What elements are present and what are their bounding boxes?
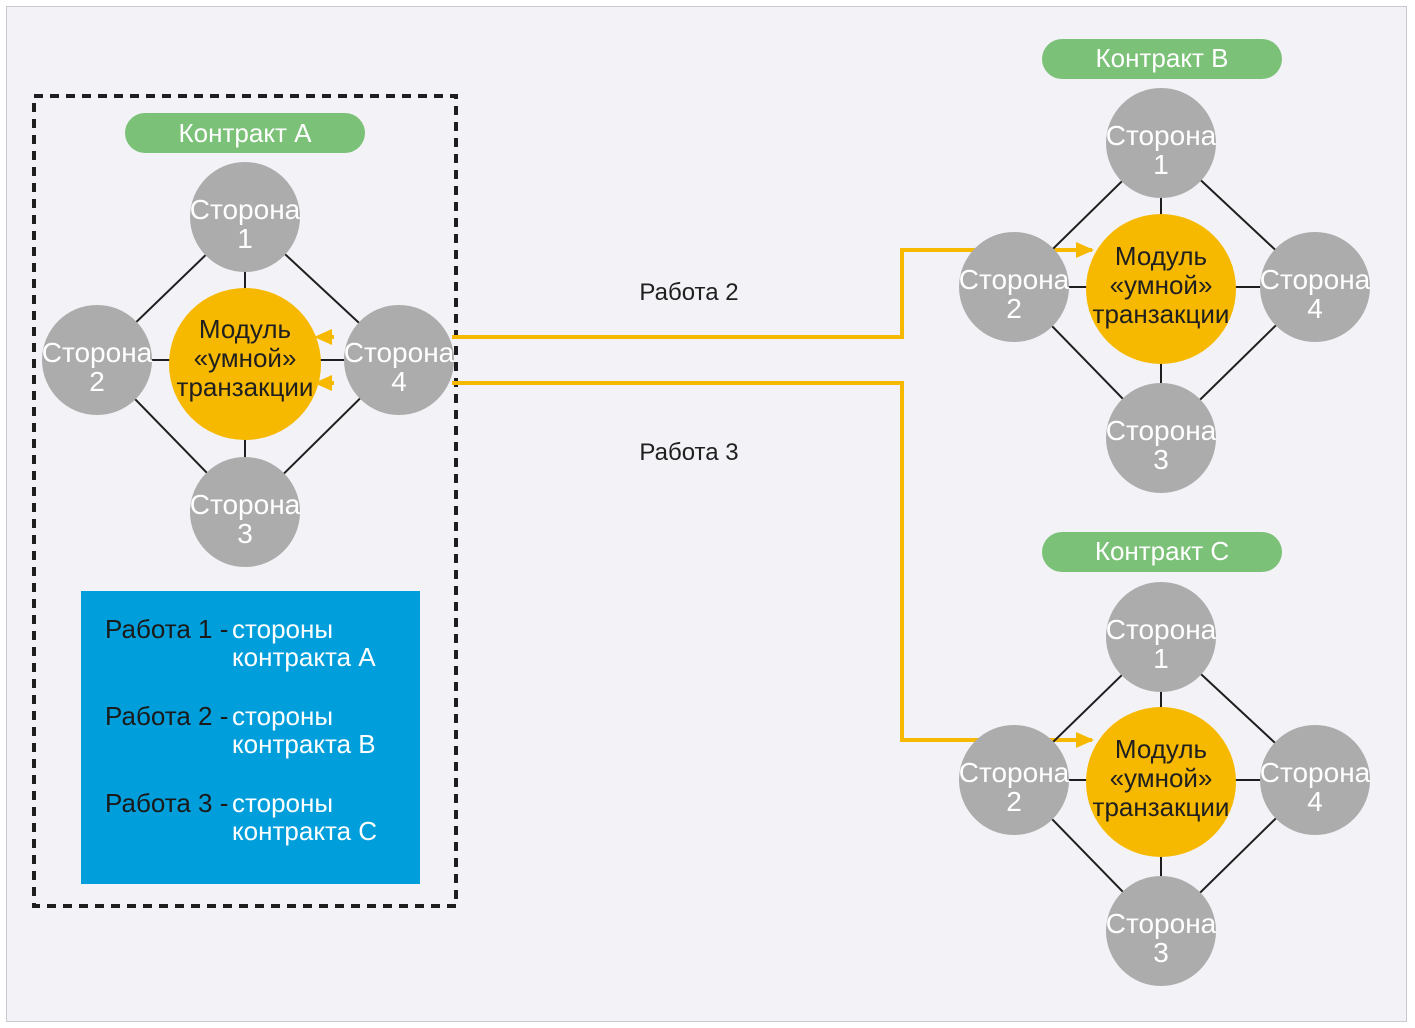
- legend-item-3-desc-line-1: стороны: [232, 788, 333, 818]
- legend-item-1-desc-line-1: стороны: [232, 614, 333, 644]
- contract-c-module-line-2: «умной»: [1110, 763, 1213, 793]
- contract-c-module-line-1: Модуль: [1115, 734, 1207, 764]
- contract-a-party-3-label: Сторона: [190, 489, 301, 520]
- contract-b-party-3: [1106, 383, 1216, 493]
- contract-c-party-2-label: Сторона: [959, 757, 1070, 788]
- contract-a-module-line-1: Модуль: [199, 314, 291, 344]
- contract-c-module: [1086, 707, 1236, 857]
- contract-c-party-2-number: 2: [1006, 786, 1022, 817]
- contract-b-label: Контракт В: [1096, 43, 1229, 73]
- contract-a-party-2-number: 2: [89, 366, 105, 397]
- contract-a-party-1: [190, 162, 300, 272]
- contract-a-party-1-number: 1: [237, 223, 253, 254]
- contract-a-label: Контракт А: [179, 118, 313, 148]
- contract-b-module: [1086, 214, 1236, 364]
- contract-c-party-3: [1106, 876, 1216, 986]
- legend-item-1-desc-line-2: контракта А: [232, 642, 376, 672]
- legend: Работа 1 - стороны контракта А Работа 2 …: [81, 591, 420, 884]
- contract-a-party-4-label: Сторона: [344, 337, 455, 368]
- contract-c-label: Контракт С: [1095, 536, 1229, 566]
- work3-arrowhead-c: [1076, 732, 1094, 748]
- contract-c-module-line-3: транзакции: [1093, 792, 1230, 822]
- work2-arrowhead-a: [314, 329, 332, 345]
- legend-box: [81, 591, 420, 884]
- contract-c-party-4-number: 4: [1307, 786, 1323, 817]
- contract-b-party-1: [1106, 88, 1216, 198]
- contract-a-party-3: [190, 457, 300, 567]
- contract-a-module-line-2: «умной»: [194, 343, 297, 373]
- contract-c-label-pill: [1042, 532, 1282, 572]
- contract-a: Контракт А Сторона 1 Сторона 2 Сторона 3…: [42, 113, 455, 567]
- contract-c-party-1: [1106, 582, 1216, 692]
- contract-a-party-1-label: Сторона: [190, 194, 301, 225]
- work3-line: [452, 381, 1092, 742]
- contract-a-module: [169, 288, 321, 440]
- contract-b-label-pill: [1042, 39, 1282, 79]
- legend-item-3-desc-line-2: контракта С: [232, 816, 377, 846]
- contract-c-party-4-label: Сторона: [1260, 757, 1371, 788]
- work2-arrowhead-b: [1076, 242, 1094, 258]
- contract-a-party-4: [344, 305, 454, 415]
- contract-c-party-1-label: Сторона: [1106, 614, 1217, 645]
- contract-b: Контракт В Сторона 1 Сторона 2 Сторона 3…: [959, 39, 1371, 493]
- legend-item-2-label: Работа 2 -: [105, 701, 228, 731]
- contract-a-module-line-3: транзакции: [177, 372, 314, 402]
- contract-b-party-3-label: Сторона: [1106, 415, 1217, 446]
- work3-label: Работа 3: [639, 439, 738, 466]
- contract-a-party-3-number: 3: [237, 518, 253, 549]
- contract-c-party-2: [959, 725, 1069, 835]
- legend-item-2-desc-line-2: контракта В: [232, 729, 376, 759]
- legend-item-3-label: Работа 3 -: [105, 788, 228, 818]
- contract-a-dashed-box: [32, 94, 458, 908]
- contract-b-party-2-label: Сторона: [959, 264, 1070, 295]
- contract-c-party-4: [1260, 725, 1370, 835]
- contract-b-party-1-number: 1: [1153, 149, 1169, 180]
- legend-item-2-desc-line-1: стороны: [232, 701, 333, 731]
- work3-arrowhead-a: [314, 375, 332, 391]
- contract-c-party-1-number: 1: [1153, 643, 1169, 674]
- contract-c: Контракт С Сторона 1 Сторона 2 Сторона 3…: [959, 532, 1371, 986]
- contract-a-party-2: [42, 305, 152, 415]
- contract-b-party-4-number: 4: [1307, 293, 1323, 324]
- contract-b-party-2-number: 2: [1006, 293, 1022, 324]
- contract-b-module-line-1: Модуль: [1115, 241, 1207, 271]
- contract-b-party-3-number: 3: [1153, 444, 1169, 475]
- contract-b-module-line-3: транзакции: [1093, 299, 1230, 329]
- contract-b-party-2: [959, 232, 1069, 342]
- work2-label: Работа 2: [639, 279, 738, 306]
- legend-item-1-label: Работа 1 -: [105, 614, 228, 644]
- contract-a-party-4-number: 4: [391, 366, 407, 397]
- contract-c-party-3-number: 3: [1153, 937, 1169, 968]
- contract-b-party-4: [1260, 232, 1370, 342]
- contract-a-label-pill: [125, 113, 365, 153]
- contract-b-module-line-2: «умной»: [1110, 270, 1213, 300]
- contract-a-party-2-label: Сторона: [42, 337, 153, 368]
- contract-b-party-1-label: Сторона: [1106, 120, 1217, 151]
- contract-b-party-4-label: Сторона: [1260, 264, 1371, 295]
- contract-c-party-3-label: Сторона: [1106, 908, 1217, 939]
